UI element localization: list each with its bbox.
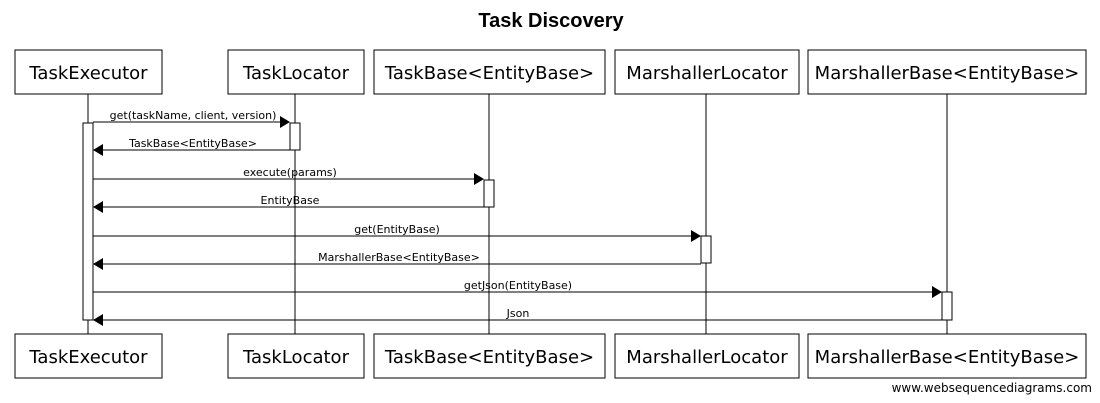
activation-marshaller-base bbox=[941, 291, 953, 321]
message-get-json: getJson(EntityBase) bbox=[93, 279, 942, 298]
participant-label: TaskLocator bbox=[242, 63, 350, 84]
participant-label: TaskLocator bbox=[242, 347, 350, 368]
participant-label: TaskBase<EntityBase> bbox=[384, 63, 594, 84]
message-label: EntityBase bbox=[261, 194, 320, 207]
participant-label: MarshallerBase<EntityBase> bbox=[815, 347, 1080, 368]
participant-task-locator-bottom: TaskLocator bbox=[227, 333, 365, 379]
participant-task-base-top: TaskBase<EntityBase> bbox=[373, 49, 606, 95]
diagram-title: Task Discovery bbox=[478, 10, 624, 32]
participant-label: TaskBase<EntityBase> bbox=[384, 347, 594, 368]
participant-task-executor-top: TaskExecutor bbox=[14, 49, 163, 95]
participant-marshaller-locator-bottom: MarshallerLocator bbox=[614, 333, 800, 379]
participant-marshaller-locator-top: MarshallerLocator bbox=[614, 49, 800, 95]
participant-label: MarshallerLocator bbox=[626, 347, 788, 368]
participant-task-executor-bottom: TaskExecutor bbox=[14, 333, 163, 379]
message-return-marshaller-base: MarshallerBase<EntityBase> bbox=[93, 251, 701, 270]
activation-task-base bbox=[483, 179, 495, 208]
message-return-task-base: TaskBase<EntityBase> bbox=[93, 137, 290, 156]
message-label: getJson(EntityBase) bbox=[464, 279, 572, 292]
participant-task-locator-top: TaskLocator bbox=[227, 49, 365, 95]
participant-label: MarshallerBase<EntityBase> bbox=[815, 63, 1080, 84]
activation-task-executor bbox=[82, 122, 94, 321]
message-label: get(taskName, client, version) bbox=[110, 109, 277, 122]
participant-label: TaskExecutor bbox=[28, 63, 148, 84]
participant-marshaller-base-top: MarshallerBase<EntityBase> bbox=[807, 49, 1087, 95]
activation-task-locator bbox=[289, 122, 301, 151]
activation-marshaller-locator bbox=[700, 235, 712, 264]
message-get-marshaller: get(EntityBase) bbox=[93, 223, 701, 242]
message-execute: execute(params) bbox=[93, 166, 484, 185]
message-label: MarshallerBase<EntityBase> bbox=[318, 251, 480, 264]
message-label: Json bbox=[506, 307, 530, 320]
message-label: TaskBase<EntityBase> bbox=[128, 137, 257, 150]
message-return-entity-base: EntityBase bbox=[93, 194, 484, 213]
message-label: get(EntityBase) bbox=[354, 223, 440, 236]
participant-label: TaskExecutor bbox=[28, 347, 148, 368]
footer-watermark: www.websequencediagrams.com bbox=[892, 381, 1092, 395]
participant-marshaller-base-bottom: MarshallerBase<EntityBase> bbox=[807, 333, 1087, 379]
message-get-task: get(taskName, client, version) bbox=[93, 109, 290, 128]
message-label: execute(params) bbox=[243, 166, 337, 179]
participant-label: MarshallerLocator bbox=[626, 63, 788, 84]
message-return-json: Json bbox=[93, 307, 942, 326]
participant-task-base-bottom: TaskBase<EntityBase> bbox=[373, 333, 606, 379]
